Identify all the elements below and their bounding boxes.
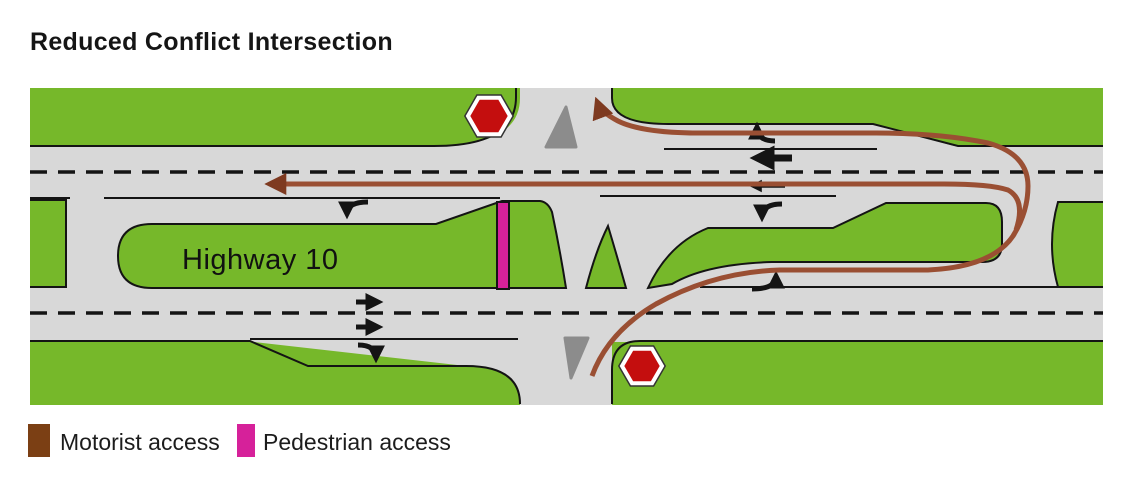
u-turn-left-arrow xyxy=(338,199,369,220)
right-turn-down-arrow xyxy=(357,342,385,364)
road-name-label: Highway 10 xyxy=(182,244,339,276)
right-turn-up-arrow xyxy=(748,121,776,144)
stop-sign-icon xyxy=(463,94,515,138)
left-turn-down-arrow xyxy=(753,201,783,223)
median-island-south xyxy=(563,336,590,380)
legend-label-pedestrian: Pedestrian access xyxy=(263,429,451,455)
median-island-north xyxy=(544,105,578,149)
pedestrian-access-bar xyxy=(496,201,510,290)
median-islands-green xyxy=(30,199,1103,290)
legend-swatch-pedestrian xyxy=(237,424,255,457)
stop-sign-icon xyxy=(617,345,667,387)
median-east-shape xyxy=(646,202,1003,290)
page-title: Reduced Conflict Intersection xyxy=(30,28,393,56)
median-wedge xyxy=(584,223,628,289)
median-pill-highway xyxy=(116,200,568,289)
legend-swatch-motorist xyxy=(28,424,50,457)
median-far-east-block xyxy=(1052,202,1103,287)
motorist-route-uturn-to-north xyxy=(589,96,1031,377)
motorist-access-route xyxy=(264,96,1031,377)
u-turn-right-arrow xyxy=(751,270,785,292)
motorist-route-through-west xyxy=(264,172,1023,231)
median-west-block xyxy=(30,200,66,287)
legend: Motorist access Pedestrian access xyxy=(28,424,451,457)
legend-label-motorist: Motorist access xyxy=(60,429,220,455)
